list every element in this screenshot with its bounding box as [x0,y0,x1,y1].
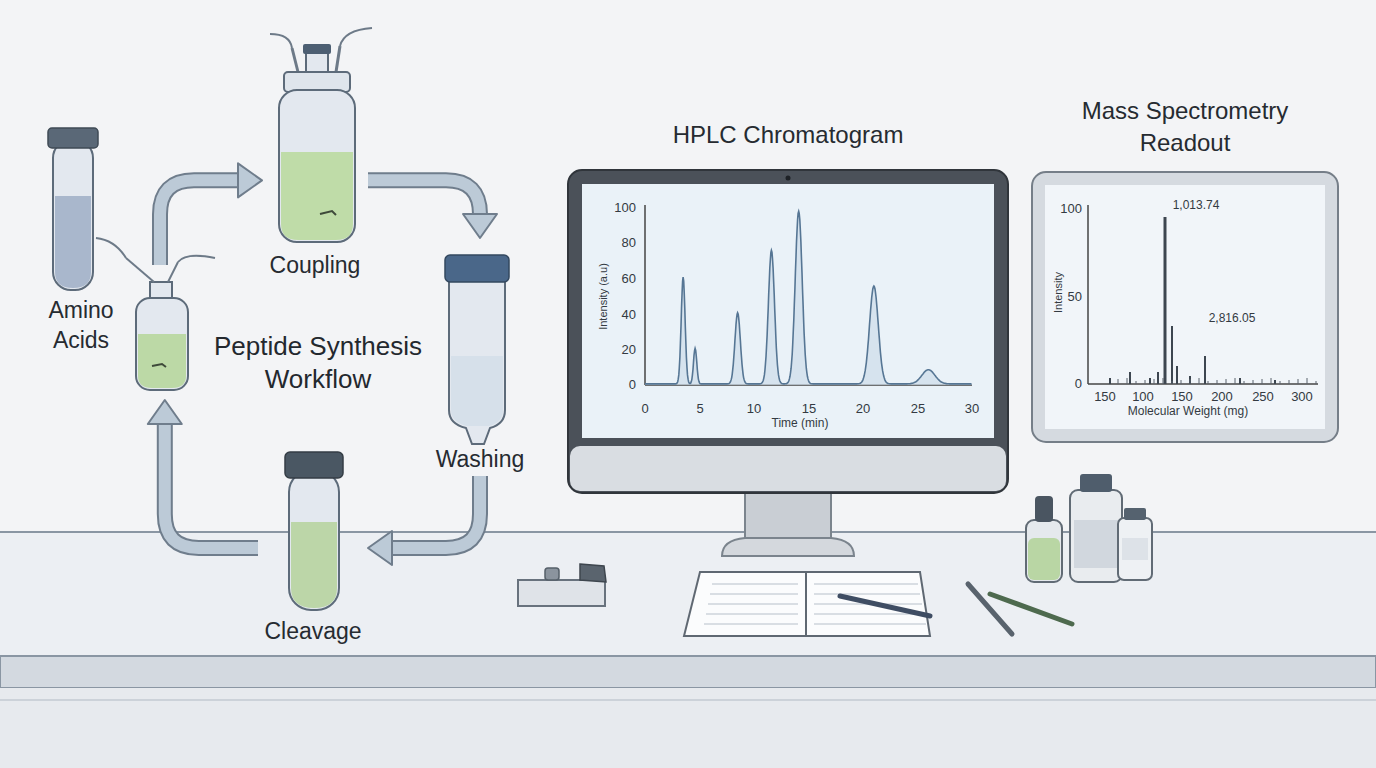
flow-arrow [368,180,497,238]
axis-tick: 15 [802,402,816,415]
axis-tick: 100 [1132,390,1154,403]
axis-tick: 100 [614,201,636,214]
process-stage: Cleavage [258,448,368,648]
stage-label: Cleavage [264,616,361,646]
axis-title: Intensity [1053,272,1064,313]
axis-tick: 300 [1291,390,1313,403]
axis-tick: 0 [629,378,636,391]
stage-label: Washing [436,444,525,474]
diagram-title: Peptide Synthesis Workflow [208,330,428,396]
process-stage: Amino Acids [40,265,200,400]
flow-arrow [368,476,480,565]
peak-label: 2,816.05 [1209,312,1256,324]
axis-tick: 25 [911,402,925,415]
process-stage: Coupling [262,40,368,282]
process-stage: Washing [428,238,532,476]
axis-tick: 0 [1075,377,1082,390]
axis-tick: 100 [1060,202,1082,215]
axis-tick: 60 [622,272,636,285]
axis-tick: 150 [1171,390,1193,403]
flow-arrow [148,400,258,548]
axis-title: Molecular Weight (mg) [1128,405,1248,417]
axis-tick: 20 [856,402,870,415]
panel-heading: Mass Spectrometry Readout [1065,95,1305,159]
panel-heading: HPLC Chromatogram [588,120,988,150]
stage-label: Coupling [270,250,361,280]
stage-label: Amino Acids [40,295,122,355]
axis-tick: 20 [622,343,636,356]
flow-arrow [160,163,262,265]
axis-tick: 5 [696,402,703,415]
axis-tick: 10 [747,402,761,415]
axis-tick: 250 [1252,390,1274,403]
axis-tick: 150 [1094,390,1116,403]
axis-tick: 200 [1211,390,1233,403]
axis-tick: 40 [622,308,636,321]
peak-label: 1,013.74 [1173,199,1220,211]
axis-tick: 50 [1068,290,1082,303]
axis-title: Intensity (a.u) [597,263,608,330]
axis-tick: 30 [965,402,979,415]
axis-title: Time (min) [772,417,829,429]
axis-tick: 80 [622,236,636,249]
axis-tick: 0 [641,402,648,415]
